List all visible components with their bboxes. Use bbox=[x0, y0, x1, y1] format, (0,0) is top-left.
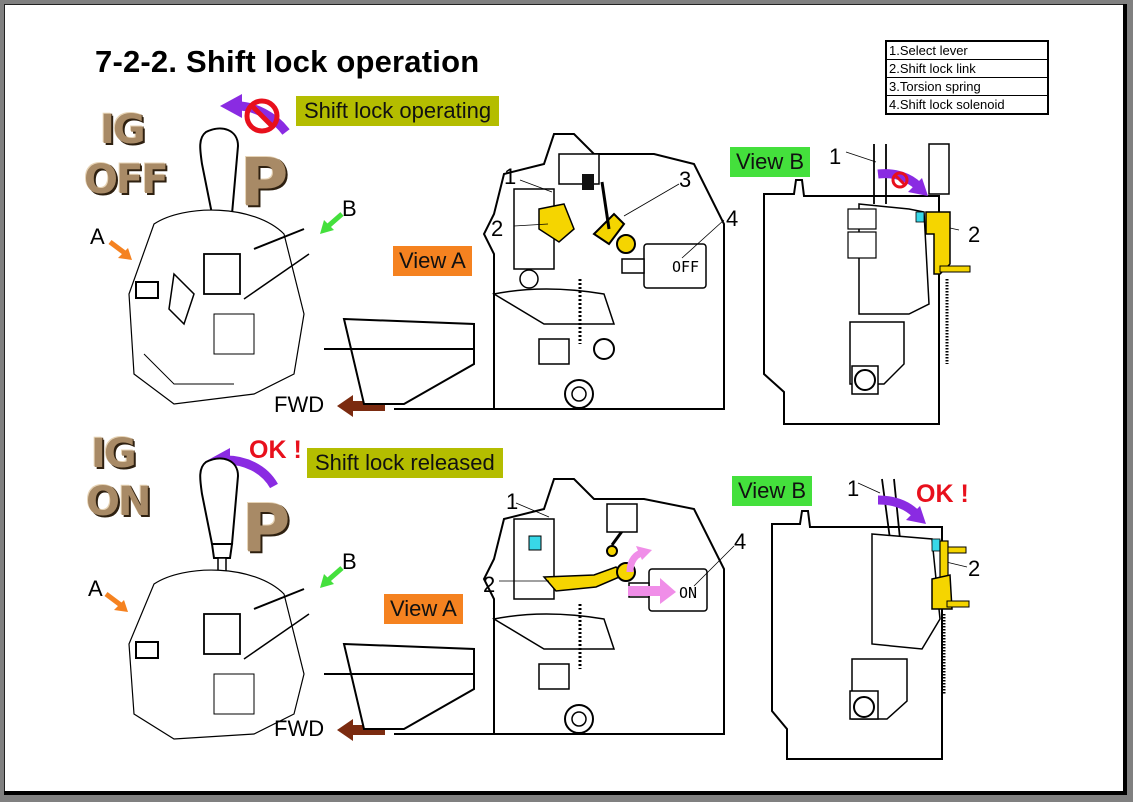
page-title: 7-2-2. Shift lock operation bbox=[95, 44, 480, 79]
lever-move-arrow-icon bbox=[877, 495, 926, 524]
gear-p-top: P bbox=[240, 144, 288, 221]
view-b-mechanism-top bbox=[763, 143, 971, 425]
callout-2-bottom: 2 bbox=[483, 572, 496, 597]
pointer-b-label-top: B bbox=[342, 196, 357, 221]
legend-item: 4.Shift lock solenoid bbox=[889, 97, 1005, 112]
ok-label: OK ! bbox=[249, 436, 302, 464]
view-b-mechanism-bottom bbox=[771, 478, 970, 760]
ig-state-on: ON bbox=[86, 479, 151, 525]
ig-label-top: IG bbox=[100, 107, 146, 153]
solenoid-motion-arrows-icon bbox=[626, 546, 676, 604]
fwd-arrow-icon bbox=[337, 719, 385, 741]
view-b-callout-1-bottom: 1 bbox=[847, 476, 860, 501]
parts-legend: 1.Select lever 2.Shift lock link 3.Torsi… bbox=[885, 40, 1049, 115]
legend-item: 3.Torsion spring bbox=[887, 78, 1047, 96]
callout-4-top: 4 bbox=[726, 206, 739, 231]
callout-2-top: 2 bbox=[491, 216, 504, 241]
view-a-mechanism-top bbox=[324, 133, 725, 410]
callout-1-bottom: 1 bbox=[506, 489, 519, 514]
fwd-label-top: FWD bbox=[274, 392, 325, 417]
callout-leader-lines-bottom bbox=[499, 502, 735, 587]
view-b-callout-1-top: 1 bbox=[829, 144, 842, 169]
view-a-label-top: View A bbox=[393, 246, 472, 276]
blocked-lever-arrow-icon bbox=[877, 169, 928, 196]
view-b-callout-2-top: 2 bbox=[968, 222, 981, 247]
ig-state-off: OFF bbox=[84, 157, 169, 203]
callout-leader-lines-top bbox=[513, 179, 725, 259]
ig-label-bottom: IG bbox=[91, 431, 137, 477]
slide: 7-2-2. Shift lock operation 1.Select lev… bbox=[4, 4, 1127, 795]
status-banner-operating: Shift lock operating bbox=[296, 96, 500, 126]
view-b-label-top: View B bbox=[730, 147, 811, 177]
view-a-pointer-arrow-icon bbox=[108, 240, 132, 260]
solenoid-state-off: OFF bbox=[672, 258, 700, 276]
pointer-a-label-bottom: A bbox=[88, 576, 103, 601]
shift-lever-assembly-bottom bbox=[128, 457, 310, 740]
fwd-arrow-icon bbox=[337, 395, 385, 417]
legend-item: 1.Select lever bbox=[887, 42, 1047, 60]
view-a-mechanism-bottom bbox=[324, 478, 725, 735]
callout-4-bottom: 4 bbox=[734, 529, 747, 554]
blocked-shift-arrow-icon bbox=[220, 94, 290, 135]
callout-3-top: 3 bbox=[679, 167, 692, 192]
view-b-pointer-arrow-icon bbox=[320, 566, 344, 588]
view-a-label-bottom: View A bbox=[384, 594, 463, 624]
fwd-label-bottom: FWD bbox=[274, 716, 325, 741]
view-b-callout-2-bottom: 2 bbox=[968, 556, 981, 581]
gear-p-bottom: P bbox=[242, 490, 290, 567]
shift-lever-assembly-top bbox=[128, 127, 310, 405]
status-banner-released: Shift lock released bbox=[307, 448, 503, 478]
view-b-label-bottom: View B bbox=[732, 476, 813, 506]
pointer-a-label-top: A bbox=[90, 224, 105, 249]
legend-item: 2.Shift lock link bbox=[887, 60, 1047, 78]
prohibited-icon bbox=[244, 98, 280, 134]
view-b-ok-label: OK ! bbox=[916, 480, 969, 508]
view-b-pointer-arrow-icon bbox=[320, 212, 344, 234]
view-a-pointer-arrow-icon bbox=[104, 592, 128, 612]
pointer-b-label-bottom: B bbox=[342, 549, 357, 574]
callout-1-top: 1 bbox=[504, 164, 517, 189]
solenoid-state-on: ON bbox=[679, 584, 698, 602]
